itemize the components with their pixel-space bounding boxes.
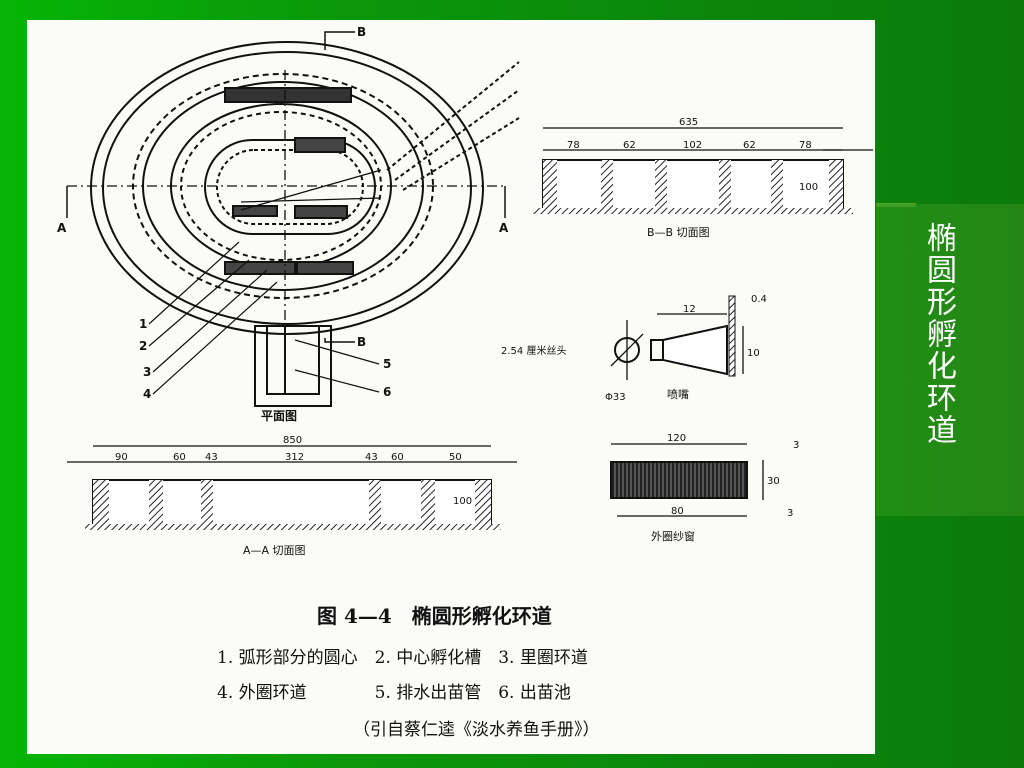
- diagram-figure: A A B B 1 2 3 4 5 6 平面图 635 78 62 102 62…: [27, 20, 875, 754]
- marker-b-top: B: [357, 25, 366, 39]
- nozzle-dia: Φ33: [605, 392, 626, 403]
- nozzle-dim-height: 10: [747, 348, 760, 359]
- nozzle-detail: 2.54 厘米丝头 12 10 0.4 Φ33 喷嘴: [501, 294, 767, 403]
- bb-dim-3: 102: [683, 140, 702, 151]
- legend-source: （引自蔡仁逵《淡水养鱼手册》）: [353, 720, 600, 740]
- plan-view: [66, 31, 520, 407]
- callout-4: 4: [143, 387, 151, 401]
- nozzle-label: 喷嘴: [667, 388, 689, 401]
- callout-3: 3: [143, 365, 151, 379]
- legend-row-1: 1. 弧形部分的圆心 2. 中心孵化槽 3. 里圈环道: [217, 648, 588, 668]
- legend-row-2: 4. 外圈环道 5. 排水出苗管 6. 出苗池: [217, 683, 571, 703]
- bb-dim-5: 78: [799, 140, 812, 151]
- plan-view-label: 平面图: [261, 409, 297, 423]
- bb-height-dim: 100: [799, 182, 818, 193]
- marker-a-right: A: [499, 221, 509, 235]
- bb-dim-1: 78: [567, 140, 580, 151]
- callout-5: 5: [383, 357, 391, 371]
- section-bb: 635 78 62 102 62 78 100 B—B 切面图: [533, 117, 873, 239]
- slide-title: 椭圆形孵化环道: [921, 222, 956, 446]
- bb-label: B—B 切面图: [647, 226, 710, 239]
- aa-dim-2: 60: [173, 452, 186, 463]
- bb-dim-2: 62: [623, 140, 636, 151]
- callout-2: 2: [139, 339, 147, 353]
- aa-dim-3: 43: [205, 452, 218, 463]
- aa-dim-7: 50: [449, 452, 462, 463]
- caption: 图 4—4 椭圆形孵化环道 1. 弧形部分的圆心 2. 中心孵化槽 3. 里圈环…: [217, 604, 600, 740]
- screen-height-dim: 30: [767, 476, 780, 487]
- aa-height-dim: 100: [453, 496, 472, 507]
- aa-dim-1: 90: [115, 452, 128, 463]
- bb-total-dim: 635: [679, 117, 698, 128]
- diagram-canvas: A A B B 1 2 3 4 5 6 平面图 635 78 62 102 62…: [57, 25, 873, 740]
- caption-title: 图 4—4 椭圆形孵化环道: [317, 604, 552, 628]
- callout-6: 6: [383, 385, 391, 399]
- bb-dim-4: 62: [743, 140, 756, 151]
- screen-bottom-dim: 80: [671, 506, 684, 517]
- aa-total-dim: 850: [283, 435, 302, 446]
- aa-dim-4: 312: [285, 452, 304, 463]
- callout-1: 1: [139, 317, 147, 331]
- accent-band: [876, 204, 1024, 516]
- screen-side-dim-top: 3: [793, 440, 799, 451]
- nozzle-dim-length: 12: [683, 304, 696, 315]
- aa-label: A—A 切面图: [243, 544, 306, 557]
- nozzle-dim-thickness: 0.4: [751, 294, 767, 305]
- marker-a-left: A: [57, 221, 67, 235]
- screen-label: 外圈纱窗: [651, 529, 695, 543]
- aa-dim-5: 43: [365, 452, 378, 463]
- screen-side-dim-bottom: 3: [787, 508, 793, 519]
- plan-markers: A A B B 1 2 3 4 5 6 平面图: [57, 25, 509, 423]
- aa-dim-6: 60: [391, 452, 404, 463]
- screen-top-dim: 120: [667, 433, 686, 444]
- nozzle-pipe-label: 2.54 厘米丝头: [501, 344, 566, 357]
- section-aa: 850 90 60 43 312 43 60 50 100 A—A 切面图: [67, 435, 517, 557]
- screen-detail: 120 80 3 3 30 外圈纱窗: [610, 433, 799, 543]
- marker-b-bottom: B: [357, 335, 366, 349]
